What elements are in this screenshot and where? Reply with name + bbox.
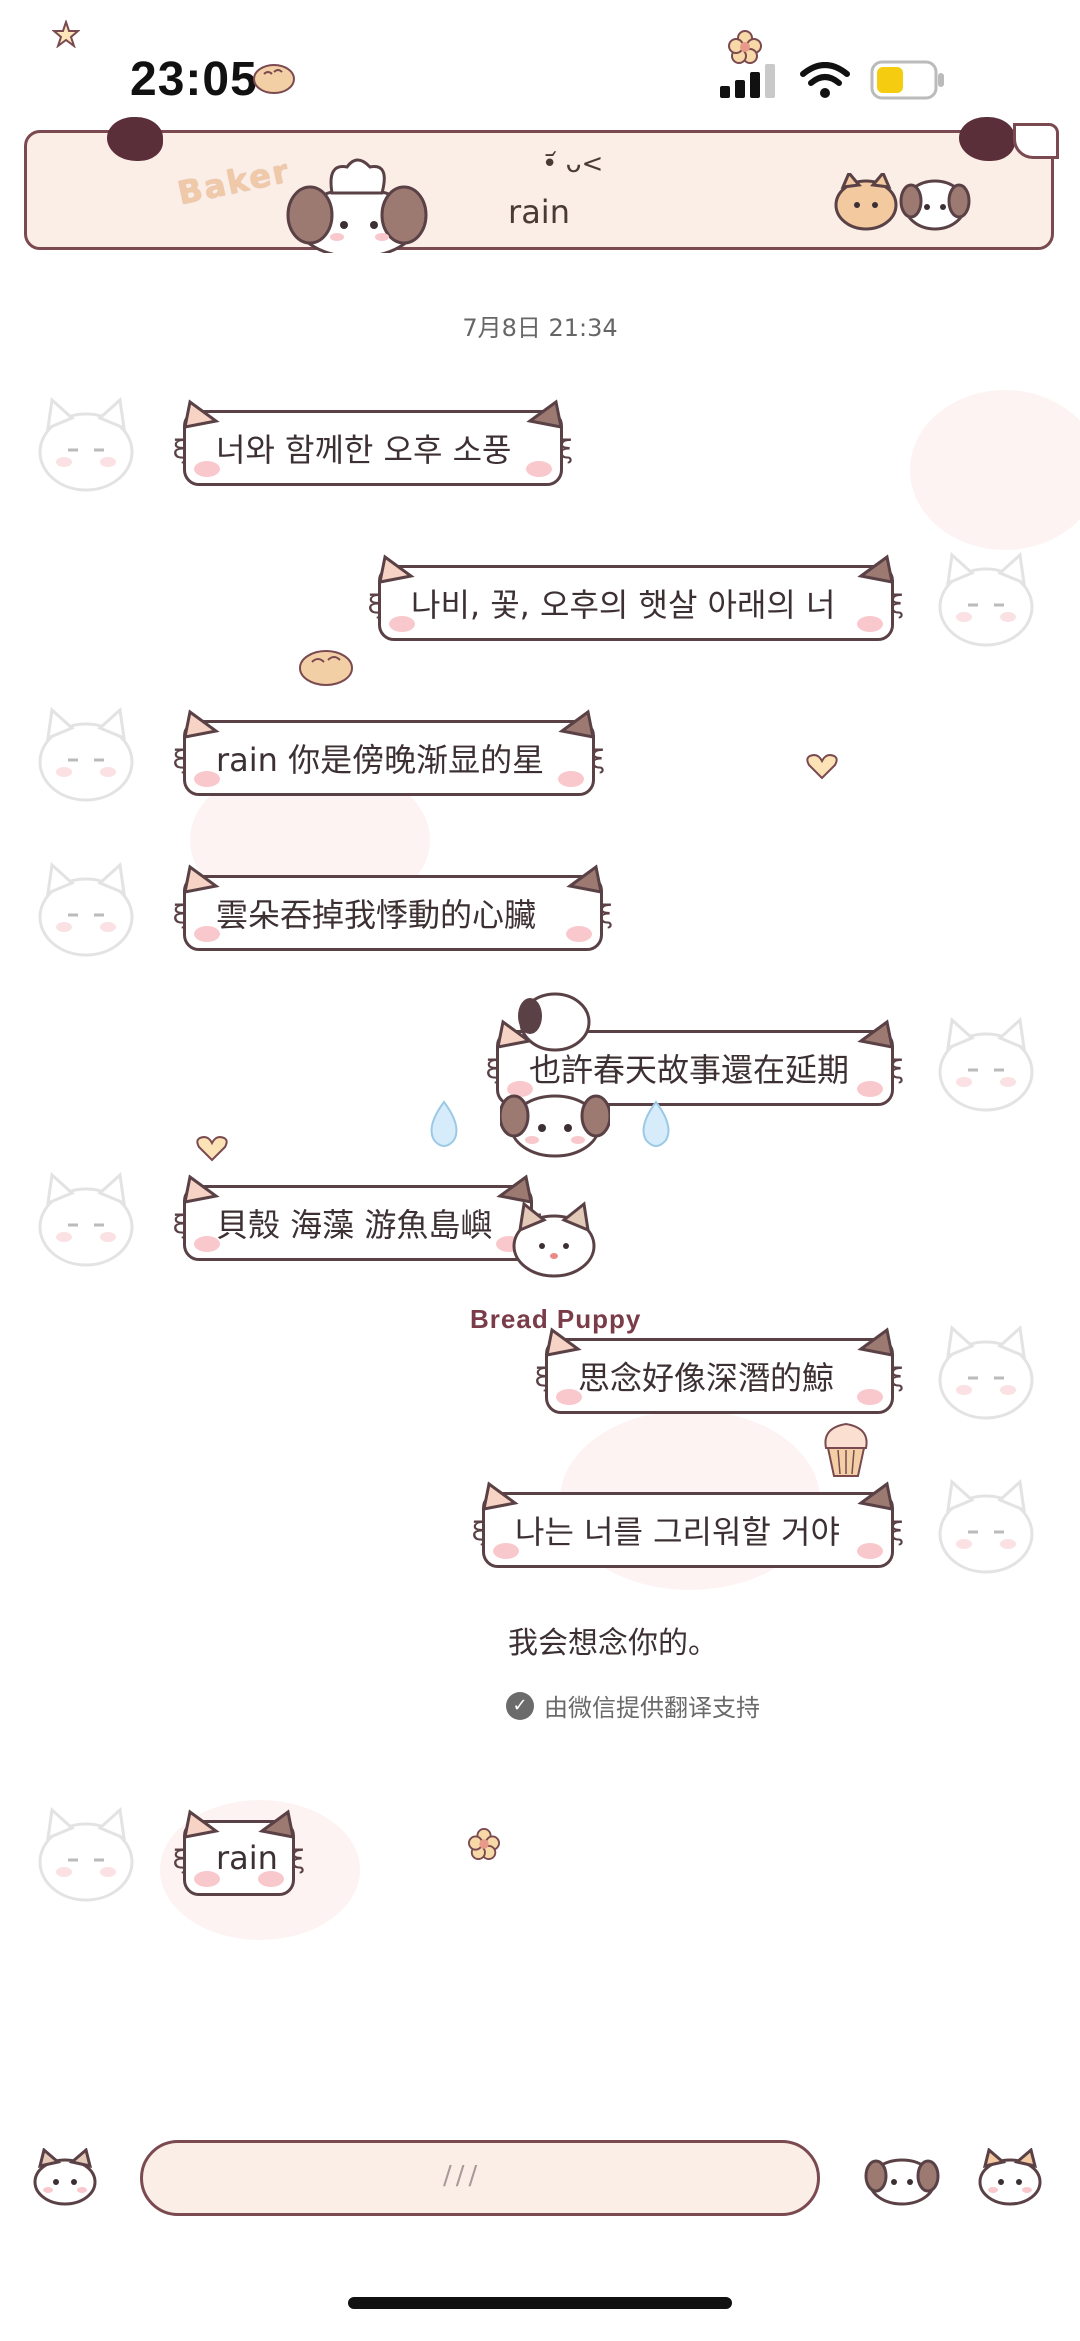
buddies-decor-icon: [834, 173, 971, 231]
bread-decor-icon: [299, 650, 353, 686]
check-icon: ✓: [506, 1691, 534, 1720]
wifi-icon: [800, 62, 850, 98]
translation-text: 我会想念你的。: [508, 1626, 718, 1661]
voice-toggle-icon[interactable]: [30, 2148, 100, 2208]
message-text: 나는 너를 그리워할 거야: [515, 1513, 840, 1551]
message-text: 也許春天故事還在延期: [529, 1051, 850, 1089]
battery-icon: [870, 60, 944, 100]
heart-decor-icon: [806, 753, 838, 780]
contact-avatar[interactable]: [30, 1800, 142, 1912]
self-avatar[interactable]: [930, 1318, 1042, 1430]
signal-icon: [720, 64, 775, 98]
message-input[interactable]: ///: [140, 2140, 820, 2216]
more-options-icon[interactable]: [975, 2148, 1045, 2208]
message-text: rain: [216, 1839, 278, 1877]
emoji-button-icon[interactable]: [862, 2148, 942, 2208]
contact-avatar[interactable]: [30, 700, 142, 812]
star-decor-icon: [52, 20, 80, 48]
cupcake-decor-icon: [824, 1422, 868, 1477]
bread-decor-icon: [253, 64, 295, 94]
chat-timestamp: 7月8日 21:34: [462, 314, 618, 342]
status-time: 23:05: [130, 53, 258, 106]
message-text: 나비, 꽃, 오후의 햇살 아래의 너: [411, 586, 836, 624]
message-text: 雲朵吞掉我悸動的心臟: [216, 896, 537, 934]
message-text: rain 你是傍晚渐显的星: [216, 741, 545, 779]
self-avatar[interactable]: [930, 1010, 1042, 1122]
contact-name[interactable]: rain: [508, 193, 570, 231]
message-text: 너와 함께한 오후 소풍: [216, 431, 512, 469]
self-avatar[interactable]: [930, 545, 1042, 657]
cat-sticker-icon: [512, 1201, 596, 1278]
contact-avatar[interactable]: [30, 855, 142, 967]
chat-header: Baker •᷄ ᴗ< rain: [24, 117, 1059, 253]
pin-decor-icon: [959, 117, 1015, 161]
page-fold-decor: [1013, 123, 1059, 159]
flower-decor-icon: [728, 30, 762, 64]
message-text: 思念好像深潛的鯨: [578, 1359, 835, 1397]
message-text: 貝殼 海藻 游魚島嶼: [216, 1206, 493, 1244]
face-mark-decor: •᷄ ᴗ<: [542, 149, 604, 179]
translation-badge: ✓ 由微信提供翻译支持: [506, 1688, 760, 1723]
pin-decor-icon: [107, 117, 163, 161]
self-avatar[interactable]: [930, 1472, 1042, 1584]
contact-avatar[interactable]: [30, 1165, 142, 1277]
contact-avatar[interactable]: [30, 390, 142, 502]
drop-decor-icon: [642, 1100, 670, 1147]
sticker-label: Bread Puppy: [470, 1304, 642, 1334]
flower-decor-icon: [468, 1828, 500, 1860]
drop-decor-icon: [430, 1100, 458, 1147]
heart-bg-decor: [910, 390, 1080, 550]
heart-decor-icon: [196, 1135, 228, 1162]
message-bubble-incoming[interactable]: ξξ 貝殼 海藻 游魚島嶼: [172, 1174, 544, 1261]
chef-puppy-icon: [286, 158, 428, 253]
home-indicator[interactable]: [348, 2297, 732, 2309]
input-hint: ///: [443, 2161, 482, 2191]
translation-badge-text: 由微信提供翻译支持: [544, 1694, 760, 1722]
puppy-sticker-icon: [500, 992, 610, 1158]
